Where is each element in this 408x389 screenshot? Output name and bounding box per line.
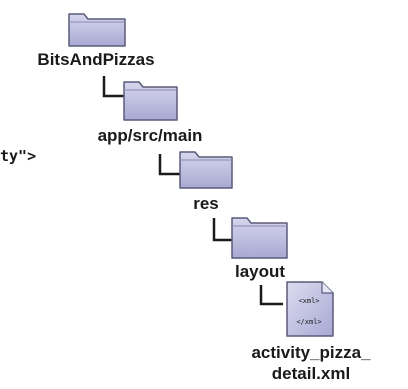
folder-icon-layout <box>231 217 288 259</box>
xml-file-icon-close-tag: </xml> <box>296 318 321 326</box>
folder-label-layout: layout <box>234 262 286 281</box>
file-label-line-2: detail.xml <box>271 364 351 383</box>
folder-label-bitsandpizzas: BitsAndPizzas <box>37 50 155 69</box>
connector-root-to-main <box>102 76 124 98</box>
file-label-line-1: activity_pizza_ <box>251 343 371 362</box>
xml-file-icon: <xml> </xml> <box>286 281 334 337</box>
file-label-activity-pizza-detail: activity_pizza_ detail.xml <box>240 342 382 384</box>
connector-layout-to-file <box>259 285 283 306</box>
folder-icon-bitsandpizzas <box>68 13 126 47</box>
xml-file-icon-open-tag: <xml> <box>298 297 319 305</box>
folder-icon-app-src-main <box>123 81 178 121</box>
code-fragment: ty"> <box>0 147 37 165</box>
connector-main-to-res <box>158 154 180 176</box>
folder-label-app-src-main: app/src/main <box>97 126 203 145</box>
folder-icon-res <box>179 151 233 189</box>
connector-res-to-layout <box>212 218 232 242</box>
folder-label-res: res <box>193 194 219 213</box>
